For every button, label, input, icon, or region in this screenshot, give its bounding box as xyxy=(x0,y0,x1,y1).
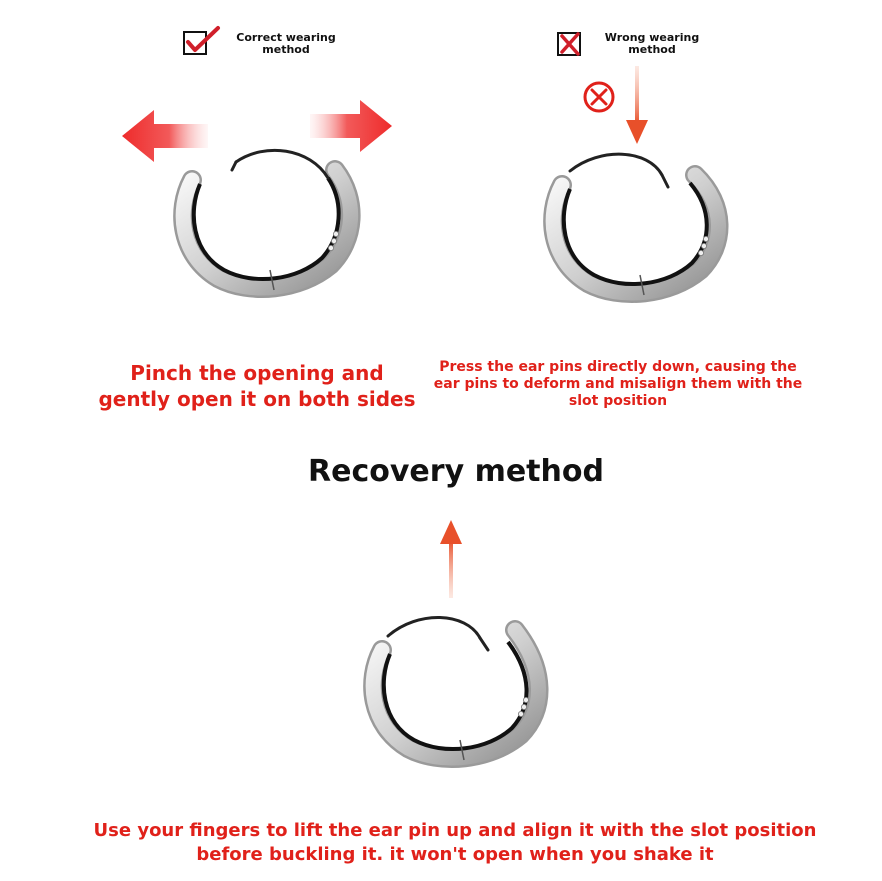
hoop-earring-misaligned xyxy=(543,152,729,303)
circled-x-icon xyxy=(583,81,615,113)
arrow-left-icon xyxy=(122,110,208,162)
hoop-earring-open xyxy=(173,148,361,298)
correct-caption-line2: gently open it on both sides xyxy=(98,387,416,411)
wrong-caption: Press the ear pins directly down, causin… xyxy=(428,359,808,410)
wrong-label: Wrong wearing method xyxy=(604,31,700,56)
recovery-caption-line2: before buckling it. it won't open when y… xyxy=(196,844,714,865)
hoop-earring-recovery xyxy=(363,616,549,768)
cross-box-icon xyxy=(557,32,581,56)
recovery-title: Recovery method xyxy=(308,454,604,489)
arrow-up-icon xyxy=(440,520,462,598)
correct-caption: Pinch the opening and gently open it on … xyxy=(90,360,424,412)
arrow-right-icon xyxy=(310,100,392,152)
wrong-caption-line2: ear pins to deform and misalign them wit… xyxy=(433,376,803,392)
correct-label: Correct wearing method xyxy=(236,31,336,56)
wrong-caption-line3: slot position xyxy=(568,393,668,409)
correct-caption-line1: Pinch the opening and xyxy=(130,361,384,385)
recovery-caption: Use your fingers to lift the ear pin up … xyxy=(40,819,870,867)
arrow-down-icon xyxy=(626,66,648,144)
check-icon xyxy=(183,26,220,55)
wrong-caption-line1: Press the ear pins directly down, causin… xyxy=(439,359,797,375)
recovery-caption-line1: Use your fingers to lift the ear pin up … xyxy=(93,820,817,841)
